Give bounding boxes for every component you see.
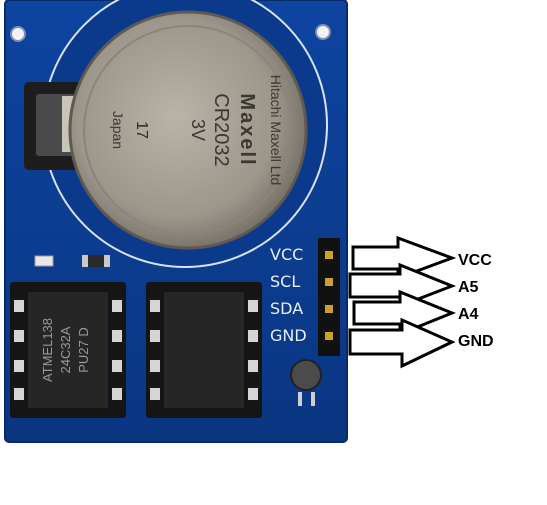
- arrow-gnd: [348, 317, 456, 369]
- eeprom-line2: 24C32A: [58, 326, 73, 374]
- arrow-sda: [352, 289, 457, 337]
- silk-label-sda: SDA: [270, 299, 304, 318]
- battery-origin: Japan: [110, 110, 126, 150]
- eeprom-chip: [28, 292, 108, 408]
- battery-lot: 17: [133, 121, 150, 139]
- silk-label-gnd: GND: [270, 326, 307, 345]
- pin-label-vcc: VCC: [458, 252, 492, 269]
- mounting-hole: [315, 24, 331, 40]
- eeprom-line3: PU27 D: [76, 327, 91, 373]
- rtc-pins: [150, 300, 258, 400]
- battery-maker: Hitachi Maxell Ltd: [268, 74, 284, 186]
- battery-model: CR2032: [210, 93, 232, 167]
- silk-label-vcc: VCC: [270, 245, 304, 264]
- pin-arrows: [348, 235, 457, 369]
- arrow-vcc: [351, 235, 457, 281]
- header-pin-pads: [325, 251, 333, 340]
- battery-brand: Maxell: [236, 93, 258, 167]
- coin-cell-battery: [68, 10, 308, 250]
- battery-voltage: 3V: [188, 118, 208, 142]
- led-indicator: [34, 255, 54, 267]
- eeprom-pins: [14, 300, 122, 400]
- eeprom-line1: ATMEL138: [40, 317, 55, 383]
- smd-resistor: [82, 255, 110, 267]
- rtc-chip: [164, 292, 244, 408]
- crystal-oscillator: [290, 359, 322, 391]
- pin-label-gnd: GND: [458, 333, 494, 350]
- silk-label-scl: SCL: [270, 272, 301, 291]
- pin-header: [318, 238, 340, 356]
- pin-label-a5: A5: [458, 279, 479, 296]
- mounting-hole: [10, 26, 26, 42]
- pin-label-a4: A4: [458, 306, 479, 323]
- arrow-scl: [348, 262, 457, 309]
